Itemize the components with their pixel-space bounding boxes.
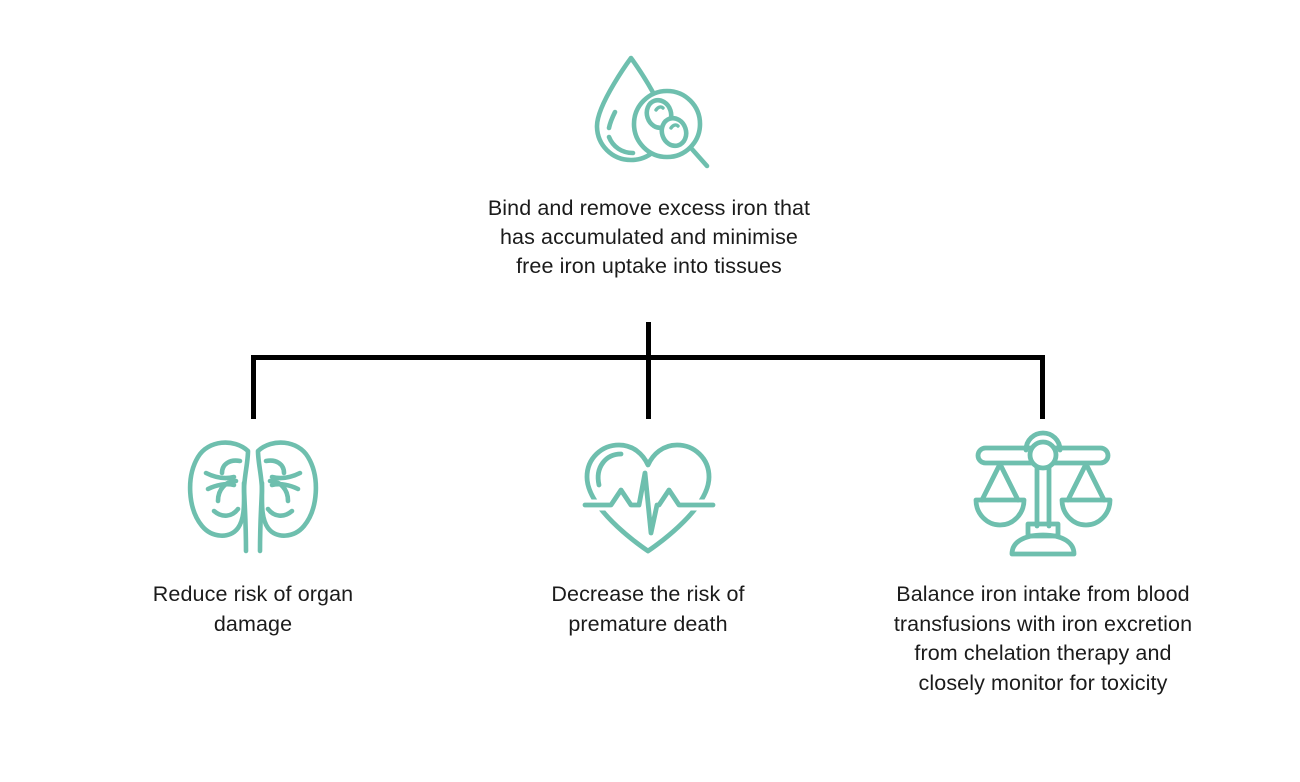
- kidneys-icon: [178, 428, 328, 558]
- node-branch-kidneys: Reduce risk of organ damage: [103, 428, 403, 639]
- node-branch-heart: Decrease the risk of premature death: [498, 428, 798, 639]
- node-branch-balance-label: Balance iron intake from blood transfusi…: [893, 582, 1193, 695]
- node-branch-kidneys-label: Reduce risk of organ damage: [152, 582, 354, 636]
- node-root-label: Bind and remove excess iron that has acc…: [487, 196, 811, 278]
- node-branch-heart-label: Decrease the risk of premature death: [551, 582, 745, 636]
- blood-drop-magnifier-icon: [579, 46, 719, 176]
- heart-pulse-icon: [573, 428, 723, 558]
- balance-scale-icon: [968, 428, 1118, 558]
- node-root: Bind and remove excess iron that has acc…: [449, 46, 849, 281]
- node-branch-balance: Balance iron intake from blood transfusi…: [893, 428, 1193, 698]
